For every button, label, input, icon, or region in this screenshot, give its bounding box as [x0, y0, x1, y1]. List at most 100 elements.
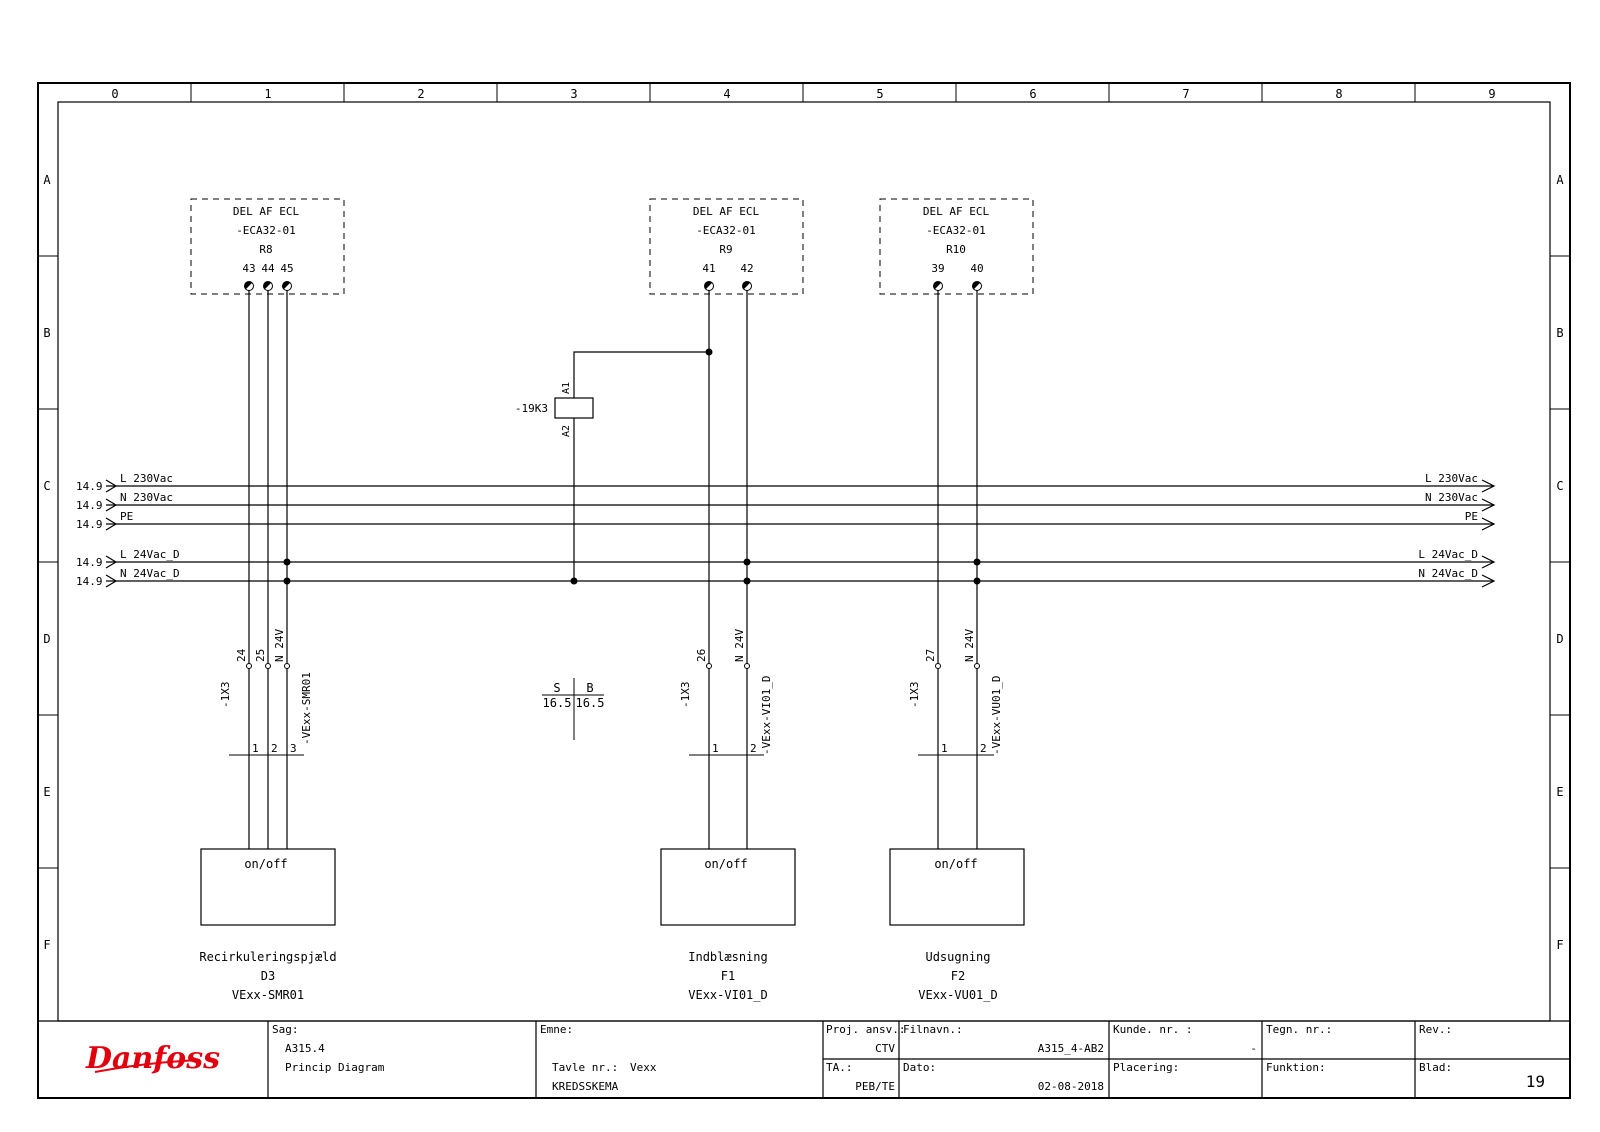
- tb-ta-value: PEB/TE: [855, 1080, 895, 1093]
- tb-kredsskema: KREDSSKEMA: [552, 1080, 619, 1093]
- cable-label-vi01: -VExx-VI01_D: [760, 676, 773, 755]
- busbar-label-n24-left: N 24Vac_D: [120, 567, 180, 580]
- cable3-core-1: 1: [941, 742, 948, 755]
- busbar-label-n230-left: N 230Vac: [120, 491, 173, 504]
- device-box-smr01: [200, 848, 336, 926]
- tb-funktion-label: Funktion:: [1266, 1061, 1326, 1074]
- cable1-core-3: 3: [290, 742, 297, 755]
- contact-s-ref: 16.5: [543, 696, 572, 710]
- col-label-3: 3: [570, 87, 577, 101]
- module-r10-terminal-40: 40: [970, 262, 983, 275]
- col-label-5: 5: [876, 87, 883, 101]
- cable3-core-2: 2: [980, 742, 987, 755]
- outer-frame: [37, 82, 1571, 1099]
- busbar-label-pe-left: PE: [120, 510, 133, 523]
- busbar-label-l230-left: L 230Vac: [120, 472, 173, 485]
- relay-label: -19K3: [515, 402, 548, 415]
- cable1-core-1: 1: [252, 742, 259, 755]
- tb-sag-desc: Princip Diagram: [285, 1061, 385, 1074]
- col-label-4: 4: [723, 87, 730, 101]
- tb-tavle-value: Vexx: [630, 1061, 657, 1074]
- strip2-term-26: 26: [695, 649, 708, 662]
- wiring: [248, 286, 978, 849]
- relay-a2: A2: [561, 425, 572, 437]
- tb-rev-label: Rev.:: [1419, 1023, 1452, 1036]
- device-code-smr01: D3: [261, 969, 275, 983]
- module-r9-box: [649, 198, 804, 295]
- strip-label-3: -1X3: [908, 682, 921, 709]
- device-tag-smr01: VExx-SMR01: [232, 988, 304, 1002]
- cable-label-smr01: -VExx-SMR01: [300, 672, 313, 745]
- row-label-d-right: D: [1556, 632, 1563, 646]
- strip-label-2: -1X3: [679, 682, 692, 709]
- col-label-0: 0: [111, 87, 118, 101]
- busbar-ref-pe: 14.9: [76, 518, 103, 531]
- row-label-b-left: B: [43, 326, 50, 340]
- row-label-c-left: C: [43, 479, 50, 493]
- col-label-6: 6: [1029, 87, 1036, 101]
- cable2-core-1: 1: [712, 742, 719, 755]
- tb-kunde-label: Kunde. nr. :: [1113, 1023, 1192, 1036]
- row-label-f-right: F: [1556, 938, 1563, 952]
- contact-s: S: [553, 681, 560, 695]
- tb-tegn-label: Tegn. nr.:: [1266, 1023, 1332, 1036]
- module-r9-line1: DEL AF ECL: [693, 205, 760, 218]
- device-box-label-vu01: on/off: [934, 857, 977, 871]
- row-label-e-left: E: [43, 785, 50, 799]
- contact-b-ref: 16.5: [576, 696, 605, 710]
- busbar-label-n24-right: N 24Vac_D: [1418, 567, 1478, 580]
- module-r9-terminal-42: 42: [740, 262, 753, 275]
- device-box-vi01: [660, 848, 796, 926]
- terminal-strip-terminals: [246, 663, 980, 669]
- busbar-label-l24-right: L 24Vac_D: [1418, 548, 1478, 561]
- module-r9-name: R9: [719, 243, 732, 256]
- tb-emne-label: Emne:: [540, 1023, 573, 1036]
- module-r10-line2: -ECA32-01: [926, 224, 986, 237]
- relay-a1: A1: [561, 382, 572, 394]
- busbar-label-l230-right: L 230Vac: [1425, 472, 1478, 485]
- busbar-label-l24-left: L 24Vac_D: [120, 548, 180, 561]
- busbars: [105, 479, 1496, 588]
- tb-dato-label: Dato:: [903, 1061, 936, 1074]
- column-ruler: [190, 83, 1416, 102]
- device-box-label-vi01: on/off: [704, 857, 747, 871]
- col-label-8: 8: [1335, 87, 1342, 101]
- strip3-term-n24v: N 24V: [963, 629, 976, 662]
- relay-coil: [554, 397, 594, 419]
- row-label-a-right: A: [1556, 173, 1564, 187]
- logo-swash-icon: [94, 1059, 201, 1073]
- tb-blad-value: 19: [1526, 1072, 1545, 1091]
- tb-sag-label: Sag:: [272, 1023, 299, 1036]
- title-block: [38, 1020, 1570, 1098]
- row-label-a-left: A: [43, 173, 51, 187]
- device-code-vu01: F2: [951, 969, 965, 983]
- col-label-2: 2: [417, 87, 424, 101]
- device-code-vi01: F1: [721, 969, 735, 983]
- module-r10-line1: DEL AF ECL: [923, 205, 990, 218]
- tb-kunde-value: -: [1250, 1042, 1257, 1055]
- row-label-b-right: B: [1556, 326, 1563, 340]
- strip-label-1: -1X3: [219, 682, 232, 709]
- contact-b: B: [586, 681, 593, 695]
- module-terminal-symbols: [244, 281, 982, 291]
- row-label-c-right: C: [1556, 479, 1563, 493]
- row-ruler: [38, 255, 1570, 869]
- module-r8-name: R8: [259, 243, 272, 256]
- strip2-term-n24v: N 24V: [733, 629, 746, 662]
- module-r9-line2: -ECA32-01: [696, 224, 756, 237]
- tb-filnavn-label: Filnavn.:: [903, 1023, 963, 1036]
- strip1-term-25: 25: [254, 649, 267, 662]
- device-tag-vi01: VExx-VI01_D: [688, 988, 767, 1002]
- tb-dato-value: 02-08-2018: [1038, 1080, 1104, 1093]
- col-label-7: 7: [1182, 87, 1189, 101]
- module-r8-line1: DEL AF ECL: [233, 205, 300, 218]
- strip1-term-n24v: N 24V: [273, 629, 286, 662]
- busbar-ref-n24: 14.9: [76, 575, 103, 588]
- junction-dots: [283, 348, 981, 585]
- cable-label-vu01: -VExx-VU01_D: [990, 676, 1003, 755]
- row-label-e-right: E: [1556, 785, 1563, 799]
- module-r10-box: [879, 198, 1034, 295]
- busbar-ref-l230: 14.9: [76, 480, 103, 493]
- col-label-9: 9: [1488, 87, 1495, 101]
